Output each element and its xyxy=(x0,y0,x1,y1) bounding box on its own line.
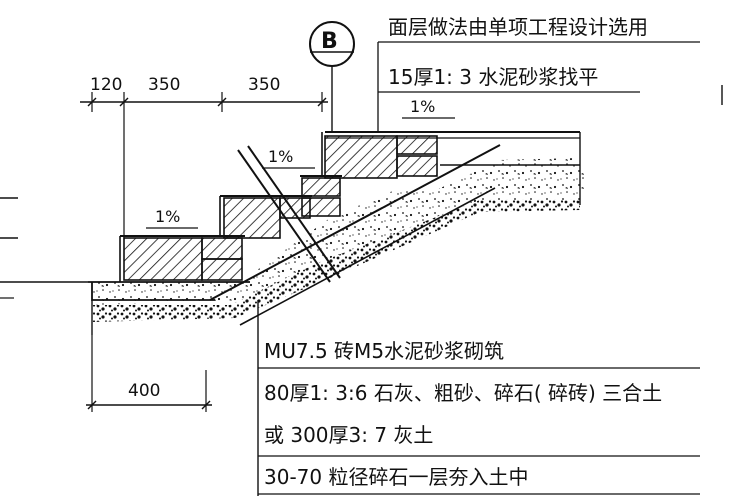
slope-lower: 1% xyxy=(155,207,180,226)
note-surface: 面层做法由单项工程设计选用 xyxy=(388,15,648,39)
brick-step-1 xyxy=(123,237,203,281)
brick-step-1c xyxy=(201,258,243,281)
brick-step-1b xyxy=(201,237,243,260)
brick-step-4 xyxy=(324,135,398,179)
note-screed: 15厚1: 3 水泥砂浆找平 xyxy=(388,65,598,89)
slope-middle: 1% xyxy=(268,147,293,166)
note-subbase: 30-70 粒径碎石一层夯入土中 xyxy=(264,465,528,489)
dim-120: 120 xyxy=(90,75,122,95)
slope-top: 1% xyxy=(410,97,435,116)
base-layer xyxy=(92,165,585,300)
note-base-line1: 80厚1: 3:6 石灰、粗砂、碎石( 碎砖) 三合土 xyxy=(264,381,662,405)
base-layer-main xyxy=(92,158,580,305)
note-masonry: MU7.5 砖M5水泥砂浆砌筑 xyxy=(264,339,504,363)
brick-step-4b xyxy=(396,135,438,155)
brick-step-2 xyxy=(223,197,281,239)
brick-step-4c xyxy=(396,155,438,177)
note-base-line2: 或 300厚3: 7 灰土 xyxy=(264,423,433,447)
dim-350-a: 350 xyxy=(148,75,180,95)
dim-400: 400 xyxy=(128,381,160,401)
detail-marker-label: B xyxy=(321,29,338,54)
brick-step-3 xyxy=(301,177,341,197)
dim-350-b: 350 xyxy=(248,75,280,95)
gravel-subbase xyxy=(92,200,580,322)
brick-step-3b xyxy=(301,197,341,217)
